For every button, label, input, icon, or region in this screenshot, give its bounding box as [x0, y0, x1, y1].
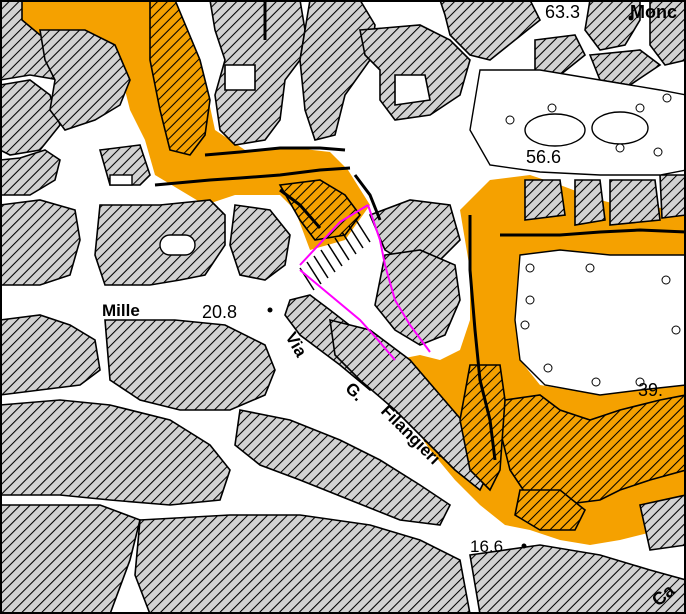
elevation-label: 56.6 [526, 147, 561, 167]
route-line [299, 204, 431, 361]
building-block [0, 399, 231, 506]
building-block [224, 64, 256, 91]
building-block [39, 29, 131, 131]
building-block [659, 174, 686, 219]
building-block [374, 249, 461, 346]
tree-icon [525, 263, 535, 273]
courtyard-feature [591, 111, 649, 145]
place-label-monc: Monc [630, 2, 677, 22]
tree-icon [505, 115, 515, 125]
building-block [329, 318, 491, 492]
elevation-label: 63.3 [545, 2, 580, 22]
building-block [584, 0, 641, 51]
spot-heights [267, 15, 634, 549]
elevation-label: 20.8 [202, 302, 237, 322]
building-block [394, 74, 431, 106]
building-block [639, 494, 686, 551]
building-block [0, 504, 141, 614]
tree-icon [525, 295, 535, 305]
spot-height-dot [628, 15, 634, 21]
street-label-mille: Mille [102, 301, 140, 320]
spot-height-dot [521, 543, 527, 549]
building-block [609, 179, 661, 226]
tree-icon [615, 143, 625, 153]
elevation-label: 39. [638, 380, 663, 400]
square-right [514, 249, 686, 396]
small-square [159, 234, 196, 256]
courtyard-feature [524, 113, 586, 147]
open-spaces [109, 69, 686, 396]
building-block [524, 179, 566, 221]
building-block [0, 199, 81, 286]
building-block [499, 394, 686, 506]
tree-icon [635, 377, 645, 387]
tree-icon [635, 103, 645, 113]
elevation-label: 16.6 [470, 537, 503, 556]
building-block [0, 149, 61, 196]
staircase [299, 219, 371, 291]
building-block [299, 0, 376, 141]
building-block [574, 179, 606, 226]
building-block [0, 314, 101, 396]
spot-height-dot [267, 307, 273, 313]
building-block [278, 179, 361, 241]
small-square [109, 174, 133, 186]
tree-icon [543, 363, 553, 373]
building-block [588, 49, 662, 86]
building-block [134, 514, 471, 614]
building-block [514, 489, 587, 531]
building-block [229, 204, 291, 281]
building-block [439, 0, 542, 61]
tree-icon [653, 147, 663, 157]
tree-icon [585, 263, 595, 273]
tree-icon [520, 320, 530, 330]
tree-icon [661, 275, 671, 285]
building-block [359, 24, 471, 121]
building-block [649, 0, 686, 66]
tree-icon [671, 325, 681, 335]
building-block [104, 319, 276, 411]
building-block [534, 34, 587, 76]
tree-icon [662, 93, 672, 103]
building-block [234, 409, 452, 526]
building-block [368, 199, 461, 266]
tree-icon [547, 103, 557, 113]
tree-icon [591, 377, 601, 387]
building-block [469, 544, 686, 614]
retaining-walls [154, 0, 686, 461]
tree-symbols [505, 93, 681, 387]
building-block [149, 0, 211, 156]
